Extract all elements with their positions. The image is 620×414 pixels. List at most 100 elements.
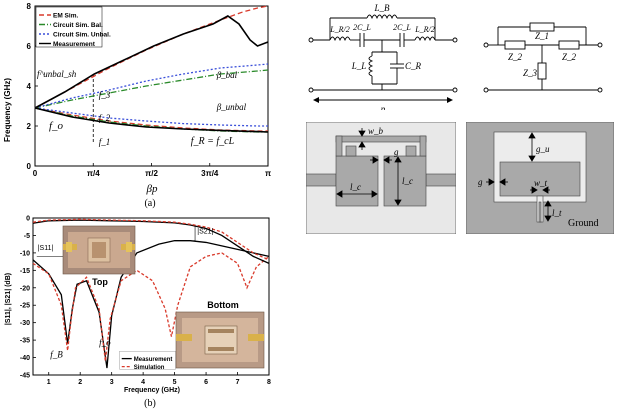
photo-bottom-label: Bottom	[207, 300, 239, 310]
dispersion-annotation: f_1	[99, 137, 111, 147]
dispersion-xtick-label: π/4	[87, 169, 100, 178]
label-lt: l_t	[552, 208, 562, 218]
sparam-ytick-label: -15	[20, 268, 30, 275]
sparam-xtick-label: 4	[141, 379, 145, 386]
dispersion-xtick-label: π	[265, 169, 271, 178]
dispersion-legend-entry: EM Sim.	[53, 13, 78, 20]
label-cr: C_R	[405, 61, 422, 71]
sparam-labels: |S11|, |S21| (dB) Frequency (GHz) (b)	[5, 273, 180, 409]
sparam-xtick-label: 1	[47, 379, 51, 386]
photo-insets: Top Bottom	[62, 225, 265, 369]
sparam-xtick-label: 2	[78, 379, 82, 386]
label-z2-left: Z_2	[508, 52, 523, 62]
label-lc-v: l_c	[402, 176, 413, 186]
s21-pointer	[193, 225, 196, 241]
equivalent-impedance-circuit: Z_1 Z_2 Z_2 Z_3	[483, 22, 603, 93]
microstrip-layout-a: w_b g l_c l_c	[306, 122, 456, 234]
dispersion-series-line	[34, 63, 269, 109]
crlh-unit-cell-circuit: L_B L_R/2 2C_L 2C_L L_R/2 L_L C_R p	[308, 3, 458, 110]
sparam-legend-entry: Measurement	[134, 357, 173, 363]
dispersion-labels: Frequency (GHz) βp (a)	[3, 78, 158, 209]
sparam-ytick-label: -40	[20, 355, 30, 362]
dispersion-ytick-label: 8	[27, 2, 32, 11]
sparam-annotation: |S11|	[38, 245, 54, 252]
dispersion-xtick-label: 3π/4	[201, 169, 219, 178]
photo-top: Top	[62, 225, 136, 287]
label-lr-right: L_R/2	[414, 25, 435, 34]
label-ll: L_L	[351, 61, 367, 71]
dispersion-legend: EM Sim. Circuit Sim. Bal. Circuit Sim. Unb…	[35, 6, 111, 48]
sparam-xlabel: Frequency (GHz)	[124, 387, 180, 394]
sparam-ytick-label: -5	[24, 233, 30, 240]
dispersion-series-line	[34, 107, 268, 133]
photo-bottom: Bottom	[175, 300, 265, 369]
dispersion-annotation: f_3	[99, 90, 111, 100]
dispersion-ylabel: Frequency (GHz)	[3, 78, 12, 142]
dispersion-ytick-label: 4	[27, 82, 32, 91]
dispersion-series-line	[34, 107, 269, 133]
dispersion-chart: 0 π/4 π/2 3π/4 π 0 2 4 6 8 EM Sim. Circuit Sim. Bal…	[3, 2, 272, 209]
sparam-ytick-label: -30	[20, 320, 30, 327]
dispersion-annotation: f_R = f_cL	[191, 136, 235, 147]
sparam-ytick-label: -25	[20, 303, 30, 310]
photo-top-label: Top	[92, 277, 108, 287]
dispersion-annotation: β_bal	[216, 70, 238, 80]
label-lr-left: L_R/2	[329, 25, 350, 34]
sparam-ytick-label: 0	[26, 216, 30, 223]
label-g-a: g	[394, 147, 399, 157]
sparam-annotation: |S21|	[197, 228, 213, 235]
dispersion-series-line	[34, 69, 269, 109]
label-ground: Ground	[568, 218, 599, 229]
sparam-annotation: f_B	[50, 350, 63, 360]
dispersion-ytick-label: 6	[27, 42, 32, 51]
label-z1: Z_1	[535, 31, 549, 41]
label-z3: Z_3	[523, 68, 538, 78]
sparam-annotation: f_o	[99, 337, 111, 347]
label-lc-h: l_c	[350, 182, 361, 192]
sparam-series-line	[32, 240, 270, 369]
sparam-xtick-label: 6	[204, 379, 208, 386]
sparam-chart: 1 2 3 4 5 6 7 8 0 -5 -10 -15 -20 -25 -30 -35 -40 -45 Measu…	[5, 216, 271, 410]
dispersion-panel-label: (a)	[144, 198, 155, 209]
sparam-ytick-label: -35	[20, 338, 30, 345]
sparam-legend-box	[119, 351, 176, 370]
dispersion-xtick-label: 0	[33, 169, 38, 178]
label-gu: g_u	[536, 144, 550, 154]
label-2cl-left: 2C_L	[353, 23, 371, 32]
dispersion-legend-entry: Circuit Sim. Unbal.	[53, 32, 111, 39]
dispersion-xtick-label: π/2	[145, 169, 158, 178]
label-z2-right: Z_2	[562, 52, 577, 62]
sparam-xtick-label: 7	[236, 379, 240, 386]
dispersion-annotation: f^unbal_sh	[37, 69, 77, 79]
dispersion-annotation: f_2	[99, 113, 111, 123]
label-lb: L_B	[373, 3, 390, 13]
sparam-series-line	[32, 252, 270, 362]
dispersion-series-line	[34, 107, 268, 127]
dispersion-annotation: f_o	[49, 120, 64, 132]
sparam-ylabel: |S11|, |S21| (dB)	[5, 273, 12, 325]
label-wb: w_b	[368, 126, 384, 136]
sparam-xtick-label: 3	[110, 379, 114, 386]
label-g-b: g	[478, 177, 483, 187]
dispersion-ytick-label: 2	[27, 122, 32, 131]
dispersion-plot-area: 0 π/4 π/2 3π/4 π 0 2 4 6 8 EM Sim. Circuit Sim. Bal…	[27, 2, 272, 178]
dispersion-legend-entry: Circuit Sim. Bal.	[53, 22, 103, 29]
sparam-panel-label: (b)	[144, 398, 156, 409]
sparam-xtick-label: 5	[173, 379, 177, 386]
label-2cl-right: 2C_L	[393, 23, 411, 32]
sparam-ytick-label: -20	[20, 285, 30, 292]
dispersion-ytick-label: 0	[27, 162, 32, 171]
ground-plane-layout-b: g_u g w_t l_t Ground	[466, 122, 614, 234]
label-p: p	[380, 104, 386, 110]
sparam-xtick-label: 8	[267, 379, 271, 386]
sparam-ytick-label: -45	[20, 373, 30, 380]
sparam-series-line	[32, 218, 270, 261]
sparam-legend-entry: Simulation	[134, 365, 165, 371]
dispersion-legend-box	[35, 6, 103, 48]
dispersion-xlabel: βp	[146, 183, 158, 195]
sparam-ytick-label: -10	[20, 250, 30, 257]
dispersion-series-line	[34, 15, 269, 109]
label-wt: w_t	[534, 178, 548, 188]
dispersion-annotation: β_unbal	[216, 102, 247, 112]
